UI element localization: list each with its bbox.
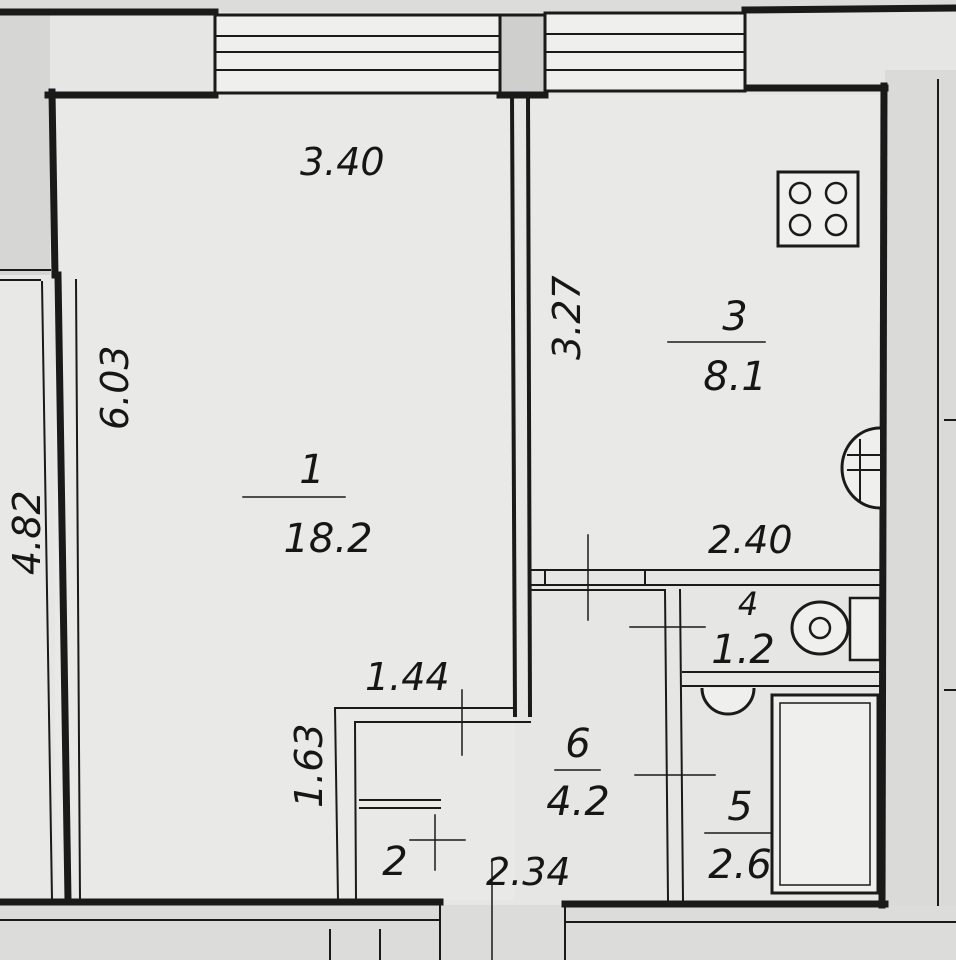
room-3-number: 3 — [722, 294, 747, 340]
left-neighbor-area — [0, 15, 50, 275]
right-neighbor-area — [885, 70, 956, 950]
left-walls — [0, 88, 82, 904]
top-neighbor-area — [0, 0, 956, 12]
room-3-area: 8.1 — [703, 354, 767, 400]
partition-room1-kitchen — [509, 92, 533, 718]
hall-walls — [333, 588, 685, 902]
door-markers — [409, 534, 716, 960]
dim-hall-depth: 1.63 — [287, 723, 331, 808]
washbasin-icon — [700, 687, 756, 716]
room-1-number: 1 — [299, 447, 324, 493]
room-1-area: 18.2 — [283, 516, 372, 562]
room-4-area: 1.2 — [711, 627, 775, 673]
dim-room1-width: 3.40 — [300, 140, 385, 184]
stove-icon — [776, 170, 860, 248]
sink-icon — [840, 426, 881, 510]
room-4-number: 4 — [738, 585, 758, 623]
bottom-neighbor-area — [0, 905, 956, 960]
toilet-icon — [790, 596, 882, 662]
dim-left-room-length: 4.82 — [5, 490, 49, 575]
left-room-floor — [0, 275, 50, 900]
window-pier — [498, 13, 547, 95]
room-6-area: 4.2 — [546, 779, 610, 825]
top-wall — [0, 4, 956, 99]
bottom-wall — [0, 898, 956, 960]
area-fraction-bars — [242, 341, 771, 834]
dim-hall-width: 1.44 — [365, 655, 450, 699]
right-walls — [878, 79, 956, 909]
dim-kitchen-width: 2.40 — [708, 518, 793, 562]
room-5-area: 2.6 — [708, 842, 772, 888]
bathtub-icon — [770, 693, 880, 895]
window-left — [213, 13, 502, 95]
room-5-number: 5 — [727, 784, 752, 830]
dim-kitchen-length: 3.27 — [545, 275, 589, 360]
room-6-number: 6 — [565, 721, 590, 767]
room-2-number: 2 — [382, 839, 407, 885]
closet-walls — [359, 799, 441, 809]
window-right — [543, 11, 747, 93]
dim-corridor-width: 2.34 — [486, 850, 571, 894]
dim-room1-length: 6.03 — [93, 345, 137, 430]
wc-bath-divider — [682, 671, 883, 687]
